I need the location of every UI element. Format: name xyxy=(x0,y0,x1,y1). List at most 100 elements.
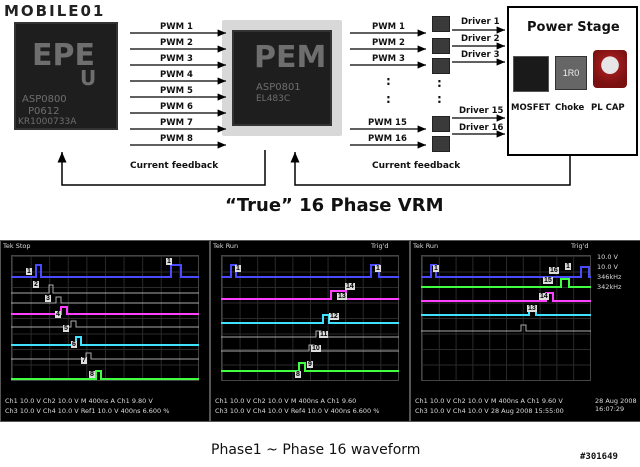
scope-2-label-12: 12 xyxy=(329,313,339,320)
scope-2-readout: Ch1 10.0 V Ch2 10.0 V M 400ns A Ch1 9.60 xyxy=(215,397,357,405)
driver-chip-1 xyxy=(432,16,450,32)
scope-3-trace-ch3 xyxy=(421,292,591,302)
pwm-right-3: PWM 3 xyxy=(372,54,405,64)
scope-2-label-1: 1 xyxy=(235,265,241,272)
epu-logo-text: EPE xyxy=(32,38,95,73)
cap-label: PL CAP xyxy=(591,103,625,113)
pwm-left-6: PWM 6 xyxy=(160,102,193,112)
scope-1-status: Tek Stop xyxy=(3,242,31,250)
scope-1-traces xyxy=(11,264,199,380)
scope-2-trace-ch2 xyxy=(221,314,399,324)
pwm-left-8: PWM 8 xyxy=(160,134,193,144)
scope-panel-3: Tek Run Trig'd 1 13 14 15 16 1 10.0 V 10… xyxy=(410,240,640,422)
scope-3-trace-ch4 xyxy=(421,278,591,288)
scope-3-trig: Trig'd xyxy=(571,242,589,250)
feedback-loop-2 xyxy=(290,152,571,186)
scope-3-label-16: 16 xyxy=(549,267,559,274)
scope-1-trace-7 xyxy=(11,352,199,360)
scope-3-label-15: 15 xyxy=(543,277,553,284)
pwm-right-dots-2: : xyxy=(386,92,391,106)
pwm-left-4: PWM 4 xyxy=(160,70,193,80)
scope-2-label-1b: 1 xyxy=(375,265,381,272)
cap-image xyxy=(593,50,627,88)
pwm-left-1: PWM 1 xyxy=(160,22,193,32)
pwm-left-7: PWM 7 xyxy=(160,118,193,128)
feedback-loop-1 xyxy=(57,150,266,186)
scope-1-label-8: 8 xyxy=(89,371,95,378)
scope-1-trace-5 xyxy=(11,320,199,328)
scope-2-label-13: 13 xyxy=(337,293,347,300)
driver-chip-3 xyxy=(432,58,450,74)
driver-label-15: Driver 15 xyxy=(459,106,504,116)
scope-1-trace-ch1 xyxy=(11,264,199,278)
scope-1-label-3: 3 xyxy=(45,295,51,302)
driver-dots-2: : xyxy=(437,92,442,106)
epu-logo-u: U xyxy=(80,66,97,90)
epu-serial: KR1000733A xyxy=(18,117,77,127)
scope-2-label-8: 8 xyxy=(295,371,301,378)
epu-lot-code: P0612 xyxy=(28,106,60,117)
scope-3-trace-5 xyxy=(421,324,591,332)
scope-2-label-11: 11 xyxy=(319,331,329,338)
pem-logo-text: PEM xyxy=(254,40,327,75)
pem-part-number: ASP0801 xyxy=(256,82,301,93)
scope-2-readout-2: Ch3 10.0 V Ch4 10.0 V Ref4 10.0 V 400ns … xyxy=(215,407,380,415)
pem-chip: PEM ASP0801 EL483C xyxy=(232,30,332,126)
driver-chip-15 xyxy=(432,116,450,132)
bottom-caption: Phase1 ~ Phase 16 waveform xyxy=(211,442,421,458)
scope-1-label-7: 7 xyxy=(81,357,87,364)
scope-1-label-2: 2 xyxy=(33,281,39,288)
pwm-left-5: PWM 5 xyxy=(160,86,193,96)
scope-1-trace-3 xyxy=(11,296,199,304)
scope-2-label-9: 9 xyxy=(307,361,313,368)
current-feedback-label-1: Current feedback xyxy=(130,161,219,171)
scope-3-label-1: 1 xyxy=(433,265,439,272)
driver-chip-2 xyxy=(432,38,450,54)
driver-label-2: Driver 2 xyxy=(461,34,500,44)
scope-2-trace-4 xyxy=(221,330,399,338)
epu-part-number: ASP0800 xyxy=(22,94,67,105)
power-stage-title: Power Stage xyxy=(527,20,620,35)
driver-chip-16 xyxy=(432,136,450,152)
scope-2-trig: Trig'd xyxy=(371,242,389,250)
pem-lot-code: EL483C xyxy=(256,94,291,104)
driver-label-3: Driver 3 xyxy=(461,50,500,60)
scope-2-trace-ch3 xyxy=(221,290,399,300)
scope-1-trace-2 xyxy=(11,284,199,294)
driver-label-1: Driver 1 xyxy=(461,17,500,27)
scope-3-label-1b: 1 xyxy=(565,263,571,270)
choke-label: Choke xyxy=(555,103,585,113)
scope-2-label-14: 14 xyxy=(345,283,355,290)
driver-dots-1: : xyxy=(437,76,442,90)
scope-3-date: 28 Aug 2008 16:07:29 xyxy=(595,397,637,413)
power-stage-box: Power Stage 1R0 MOSFET Choke PL CAP xyxy=(507,6,638,156)
post-id: #301649 xyxy=(580,452,618,462)
scope-3-readout-2: Ch3 10.0 V Ch4 10.0 V 28 Aug 2008 15:55:… xyxy=(415,407,564,415)
scope-3-readout-c: 346kHz xyxy=(597,273,622,281)
scope-3-readout-d: 342kHz xyxy=(597,283,622,291)
current-feedback-label-2: Current feedback xyxy=(372,161,461,171)
scope-1-trace-ch3 xyxy=(11,306,199,315)
scope-1-label-6: 6 xyxy=(71,341,77,348)
scope-3-label-13: 13 xyxy=(527,305,537,312)
pwm-right-16: PWM 16 xyxy=(368,134,407,144)
scope-2-status: Tek Run xyxy=(213,242,239,250)
driver-label-16: Driver 16 xyxy=(459,123,504,133)
mosfet-image xyxy=(513,56,549,92)
scope-1-trace-ch4 xyxy=(11,370,199,380)
pwm-right-15: PWM 15 xyxy=(368,118,407,128)
scope-3-trace-ch1 xyxy=(421,264,591,278)
scope-1-label-1: 1 xyxy=(26,268,32,275)
epu-chip: EPE U ASP0800 P0612 KR1000733A xyxy=(14,22,118,130)
scope-1-readout: Ch1 10.0 V Ch2 10.0 V M 400ns A Ch1 9.80… xyxy=(5,397,153,405)
pwm-right-2: PWM 2 xyxy=(372,38,405,48)
pwm-right-dots-1: : xyxy=(386,74,391,88)
diagram-arrows xyxy=(57,26,571,186)
watermark-logo: MOBILE01 xyxy=(4,2,106,20)
scope-1-label-5: 5 xyxy=(63,325,69,332)
pwm-left-3: PWM 3 xyxy=(160,54,193,64)
scope-1-label-1b: 1 xyxy=(166,258,172,265)
pwm-left-2: PWM 2 xyxy=(160,38,193,48)
pwm-right-1: PWM 1 xyxy=(372,22,405,32)
scope-panel-2: Tek Run Trig'd 1 8 9 10 11 12 13 14 1 Ch… xyxy=(210,240,410,422)
